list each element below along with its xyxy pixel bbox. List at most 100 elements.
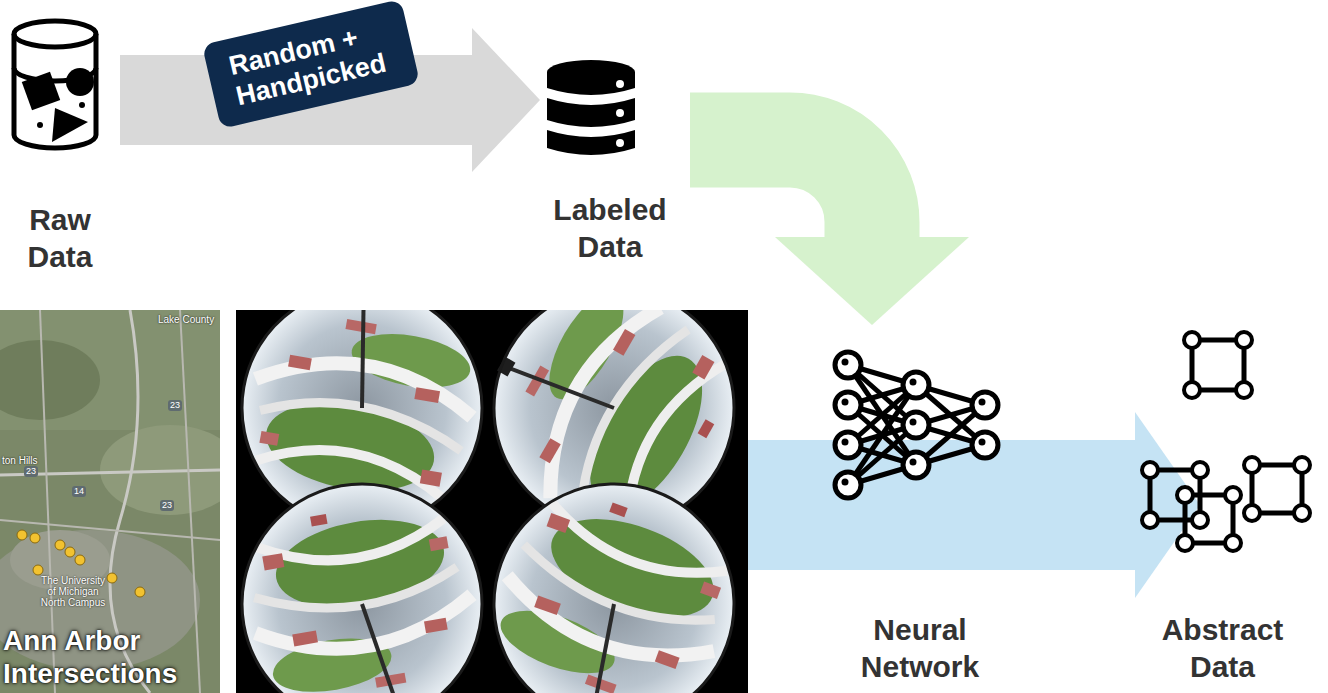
neural-network-icon-part-part	[910, 419, 917, 426]
abstract-data-icon-part-part	[1142, 462, 1158, 478]
abstract-data-icon-part	[1252, 465, 1302, 513]
map-image-part-part	[107, 573, 117, 583]
raw-database-icon-part	[66, 68, 94, 96]
raw-data-node: Raw Data	[5, 15, 115, 280]
flow-arrow	[690, 140, 969, 325]
neural-network-icon-part-part	[979, 399, 986, 406]
labeled-database-icon-part	[547, 72, 635, 95]
abstract-data-icon-part	[1150, 470, 1200, 520]
labeled-data-node: Labeled Data	[530, 55, 690, 270]
node-label: Abstract Data	[1130, 611, 1315, 685]
abstract-data-icon-part-part	[1192, 512, 1208, 528]
edge-label: Random + Handpicked	[202, 0, 420, 129]
abstract-data-icon-part-part	[1244, 505, 1260, 521]
node-label: Neural Network	[830, 611, 1010, 685]
neural-network-icon-part-part	[842, 479, 849, 486]
neural-network-icon-part-part	[842, 399, 849, 406]
abstract-data-icon-part-part	[1236, 332, 1252, 348]
abstract-data-icon-part-part	[1294, 457, 1310, 473]
map-image-part	[180, 310, 200, 693]
map-image-part-part	[75, 555, 85, 565]
map-place-label: Lake County	[158, 314, 214, 325]
raw-database-icon-part	[14, 21, 96, 47]
abstract-data-icon-part-part	[1225, 535, 1241, 551]
map-image-part-part	[30, 533, 40, 543]
labeled-database-icon-part	[616, 139, 624, 147]
abstract-data-icon-part-part	[1294, 505, 1310, 521]
neural-network-icon-part-part	[842, 439, 849, 446]
map-place-label: The University of Michigan North Campus	[38, 575, 108, 608]
abstract-data-icon-part-part	[1177, 535, 1193, 551]
raw-database-icon-part	[37, 122, 43, 128]
abstract-data-icon-part	[1192, 340, 1244, 390]
abstract-data-node: Abstract Data	[1125, 325, 1320, 690]
map-image-part-part	[65, 547, 75, 557]
abstract-data-icon-part-part	[1192, 462, 1208, 478]
map-image-part-part	[33, 565, 43, 575]
neural-network-icon-part-part	[979, 439, 986, 446]
raw-database-icon-part	[22, 72, 60, 110]
arrow-head	[1135, 412, 1200, 598]
raw-database-icon-part	[52, 108, 88, 142]
neural-network-icon-part-part	[910, 459, 917, 466]
abstract-data-icon-part-part	[1184, 332, 1200, 348]
neural-network-icon-part	[835, 352, 998, 498]
map-image	[0, 310, 220, 693]
node-label: Raw Data	[5, 201, 115, 275]
labeled-database-icon-part	[547, 130, 635, 155]
fisheye-image	[223, 244, 778, 693]
neural-network-node: Neural Network	[820, 325, 1020, 690]
flow-band	[690, 140, 872, 238]
abstract-data-icon-part-part	[1184, 382, 1200, 398]
labeled-database-icon-part	[616, 80, 624, 88]
labeled-database-icon-part	[547, 98, 635, 127]
neural-network-icon-part-part	[903, 452, 929, 478]
node-label: Labeled Data	[530, 191, 690, 265]
neural-network-icon-part-part	[835, 392, 861, 418]
arrow-head	[472, 28, 540, 172]
fisheye-image-part	[236, 310, 748, 693]
neural-network-icon-part-part	[903, 412, 929, 438]
map-image-part-part	[55, 540, 65, 550]
fisheye-image-part-part	[236, 465, 501, 693]
image-source-node: Ann Arbor Intersections	[0, 310, 748, 693]
labeled-database-icon-part	[616, 109, 624, 117]
abstract-data-icon-part	[1142, 332, 1310, 551]
map-title: Ann Arbor Intersections	[3, 624, 217, 690]
neural-network-icon-part-part	[842, 359, 849, 366]
neural-network-icon-part-part	[835, 432, 861, 458]
raw-database-icon-part	[14, 34, 96, 148]
road-number: 23	[160, 500, 174, 511]
abstract-data-icon-part-part	[1236, 382, 1252, 398]
fisheye-image-part-part	[460, 450, 748, 693]
raw-database-icon-part	[79, 102, 85, 108]
abstract-data-icon-part-part	[1225, 487, 1241, 503]
abstract-data-icon-part-part	[1177, 487, 1193, 503]
map-place-label: ton Hills	[2, 455, 38, 466]
neural-network-icon	[835, 352, 998, 498]
abstract-data-icon-part-part	[1142, 512, 1158, 528]
neural-network-icon-part-part	[835, 472, 861, 498]
arrow-head	[775, 237, 969, 325]
neural-network-icon-part	[848, 365, 985, 485]
abstract-data-icon	[1142, 332, 1310, 551]
map-image-part-part	[17, 530, 27, 540]
raw-database-icon	[14, 21, 96, 148]
map-image-part	[0, 340, 100, 420]
neural-network-icon-part-part	[910, 379, 917, 386]
neural-network-icon-part-part	[972, 432, 998, 458]
flow-band	[748, 440, 1135, 570]
road-number: 23	[168, 400, 182, 411]
neural-network-icon-part-part	[835, 352, 861, 378]
abstract-data-icon-part	[1185, 495, 1233, 543]
road-number: 23	[24, 466, 38, 477]
map-image-part-part	[135, 587, 145, 597]
neural-network-icon-part-part	[972, 392, 998, 418]
flow-arrow	[748, 412, 1200, 598]
abstract-data-icon-part-part	[1244, 457, 1260, 473]
labeled-database-icon	[547, 60, 635, 155]
neural-network-icon-part-part	[903, 372, 929, 398]
road-number: 14	[72, 486, 86, 497]
